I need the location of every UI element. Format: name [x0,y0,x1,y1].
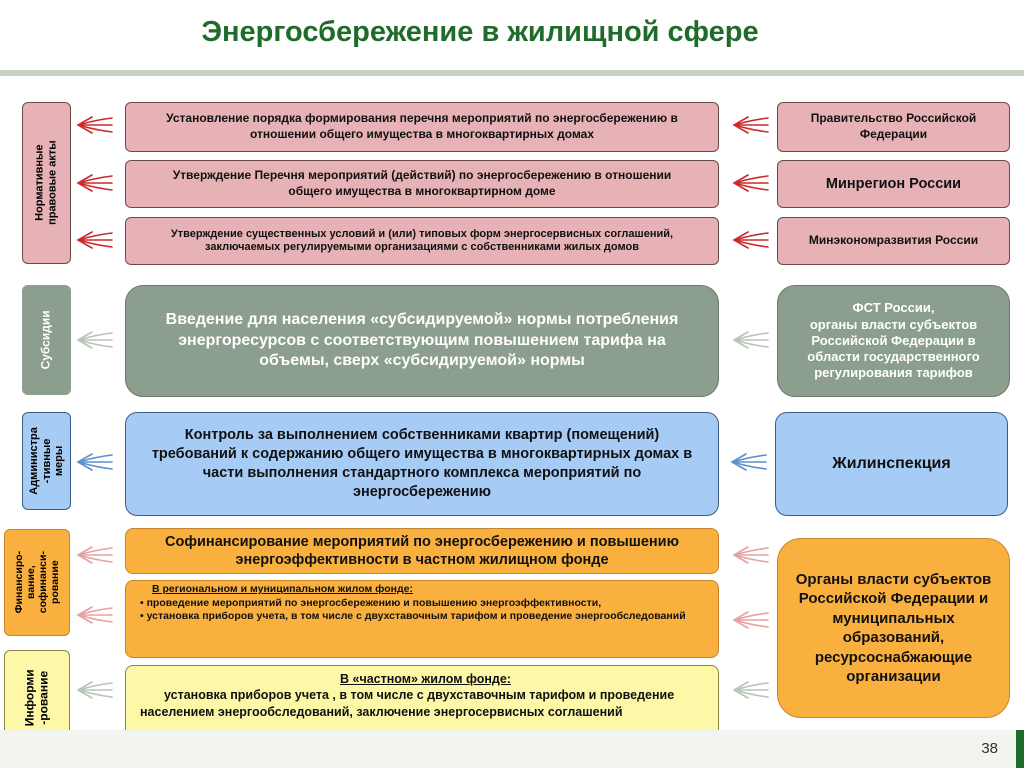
authorities-box: Органы власти субъектов Российской Федер… [777,538,1010,718]
arrow-right-3 [732,231,769,249]
arrow-right-finance [732,546,769,564]
page-accent-bar [1016,730,1024,768]
arrow-left-2 [76,174,113,192]
footer-band [0,730,1024,768]
regional-fund-box: В региональном и муниципальном жилом фон… [125,580,719,658]
arrow-left-3 [76,231,113,249]
mineconomy-box: Минэкономразвития России [777,217,1010,265]
arrow-right-1 [732,116,769,134]
sidebar-normative-label: Нормативные правовые акты [33,140,59,226]
arrow-left-finance-1 [76,546,113,564]
cofinancing-box: Софинансирование мероприятий по энергосб… [125,528,719,574]
sidebar-normative: Нормативные правовые акты [22,102,71,264]
regional-fund-header: В региональном и муниципальном жилом фон… [152,583,413,595]
arrow-left-admin [76,453,113,471]
sidebar-inform-label: Информи -рование [22,669,50,727]
fst-box: ФСТ России, органы власти субъектов Росс… [777,285,1010,397]
regional-item-1: • проведение мероприятий по энергосбереж… [140,596,602,609]
government-box: Правительство Российской Федерации [777,102,1010,152]
page-title: Энергосбережение в жилищной сфере [201,16,759,48]
arrow-left-subsidy [76,331,113,349]
normative-act-3: Утверждение существенных условий и (или)… [125,217,719,265]
control-box: Контроль за выполнением собственниками к… [125,412,719,516]
arrow-right-regional [732,611,769,629]
sidebar-finance: Финансиро- вание, софинанси- рование [4,529,70,636]
page-number: 38 [981,740,998,757]
housing-inspection-box: Жилинспекция [775,412,1008,516]
private-fund-text: установка приборов учета , в том числе с… [140,688,675,719]
arrow-right-subsidy [732,331,769,349]
header: Энергосбережение в жилищной сфере [0,0,1024,72]
title-divider [0,70,1024,76]
arrow-right-inform [732,681,769,699]
sidebar-admin: Администра -тивные меры [22,412,71,510]
arrow-right-2 [732,174,769,192]
sidebar-subsidies-label: Субсидии [38,310,53,370]
arrow-left-inform [76,681,113,699]
normative-act-2: Утверждение Перечня мероприятий (действи… [125,160,719,208]
sidebar-finance-label: Финансиро- вание, софинанси- рование [12,551,62,614]
normative-act-1: Установление порядка формирования перечн… [125,102,719,152]
regional-item-2: • установка приборов учета, в том числе … [140,610,686,623]
sidebar-subsidies: Субсидии [22,285,71,395]
minregion-box: Минрегион России [777,160,1010,208]
private-fund-header: В «частном» жилом фонде: [340,672,511,686]
arrow-left-1 [76,116,113,134]
subsidy-norm-box: Введение для населения «субсидируемой» н… [125,285,719,397]
arrow-right-admin [730,453,767,471]
sidebar-admin-label: Администра -тивные меры [27,427,65,495]
arrow-left-finance-2 [76,606,113,624]
